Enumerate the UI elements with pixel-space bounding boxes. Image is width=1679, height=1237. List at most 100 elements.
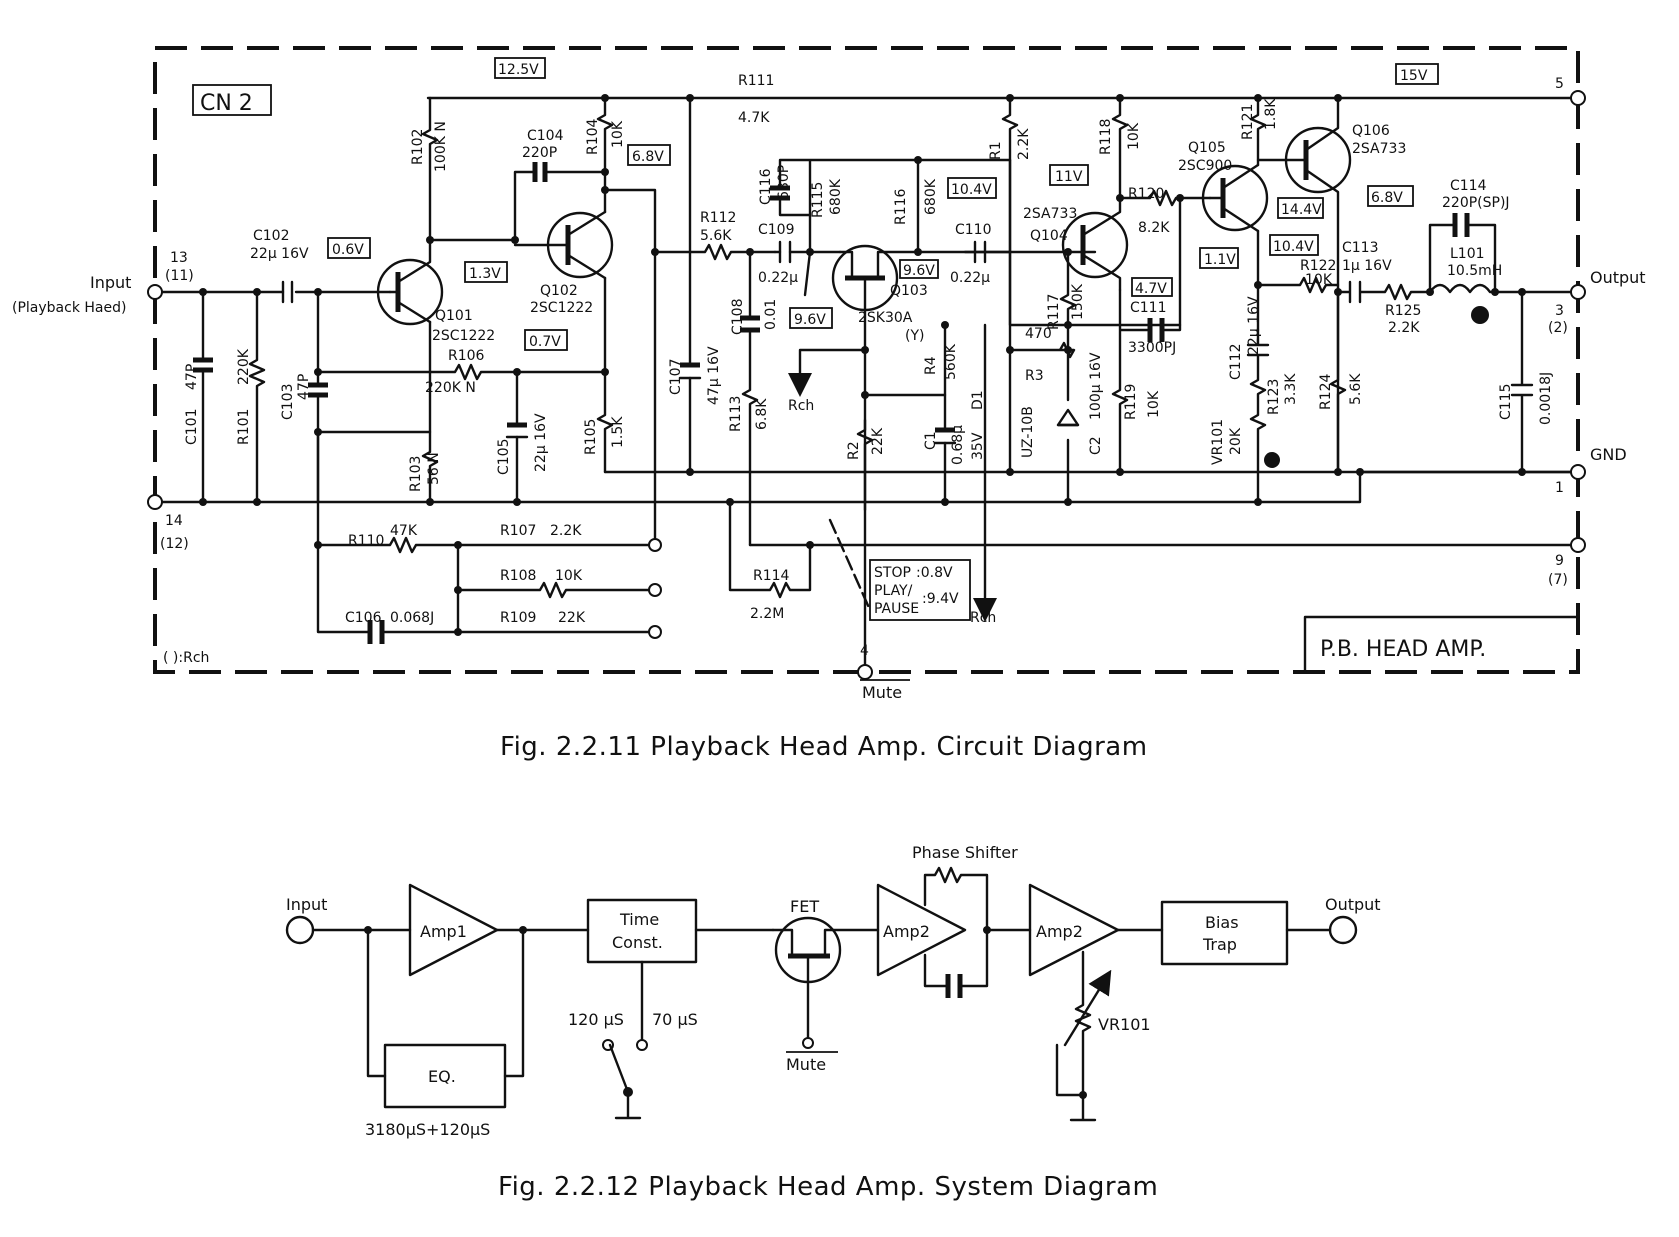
r108-value: 10K bbox=[555, 568, 583, 584]
r115-ref: R115 bbox=[810, 182, 826, 218]
resistor-r118 bbox=[1111, 96, 1129, 200]
eq-feedback-wire bbox=[366, 928, 525, 1078]
r109-ref: R109 bbox=[500, 610, 536, 626]
q105-ref: Q105 bbox=[1188, 140, 1226, 156]
eq-time-constant: 3180μS+120μS bbox=[365, 1120, 490, 1139]
phase-shifter-label: Phase Shifter bbox=[912, 843, 1018, 862]
r122-value: 10K bbox=[1305, 272, 1333, 288]
resistor-r1 bbox=[1001, 96, 1019, 474]
terminal-9 bbox=[1570, 537, 1586, 553]
c112-ref: C112 bbox=[1228, 344, 1244, 381]
amp2b-label: Amp2 bbox=[1036, 922, 1083, 941]
eq-block bbox=[383, 1043, 507, 1109]
mute-note-stop: STOP bbox=[874, 565, 911, 581]
trim-screw-l101 bbox=[1471, 306, 1489, 324]
r113-ref: R113 bbox=[728, 396, 744, 432]
c107-ref: C107 bbox=[668, 359, 684, 396]
mute-terminal bbox=[802, 1037, 814, 1049]
voltage-12-5v: 12.5V bbox=[498, 62, 539, 78]
voltage-annotations: 12.5V 0.6V 1.3V 6.8V 0.7V 9.6V 9.6V 10.4… bbox=[327, 57, 1439, 351]
c115-ref: C115 bbox=[1498, 384, 1514, 421]
eq-label: EQ. bbox=[428, 1067, 456, 1086]
r120-ref: R120 bbox=[1128, 186, 1164, 202]
inductor-l101 bbox=[1428, 283, 1580, 294]
bias-trap-label-2: Trap bbox=[1202, 935, 1237, 954]
mute-leader bbox=[828, 518, 872, 612]
pin5-label: 5 bbox=[1555, 76, 1564, 92]
c111-ref: C111 bbox=[1130, 300, 1167, 316]
time-const-label-1: Time bbox=[619, 910, 659, 929]
c105-ref: C105 bbox=[496, 439, 512, 476]
vr101-symbol bbox=[1055, 950, 1097, 1122]
r114-ref: R114 bbox=[753, 568, 790, 584]
gnd-pin: 1 bbox=[1555, 480, 1564, 496]
system-diagram: Input Amp1 EQ. 3180μS+120μS Time Const. … bbox=[285, 843, 1381, 1202]
rch-arrow-left bbox=[788, 348, 867, 397]
voltage-0-7v: 0.7V bbox=[529, 334, 561, 350]
r118-value: 10K bbox=[1126, 122, 1142, 150]
figure-caption-system: Fig. 2.2.12 Playback Head Amp. System Di… bbox=[498, 1172, 1158, 1202]
bias-trap-label-1: Bias bbox=[1205, 913, 1239, 932]
r105-ref: R105 bbox=[583, 419, 599, 455]
r109-value: 22K bbox=[558, 610, 586, 626]
r115-value: 680K bbox=[828, 178, 844, 215]
r105-value: 1.5K bbox=[610, 416, 626, 448]
r125-value: 2.2K bbox=[1388, 320, 1420, 336]
vertical-component-labels: C101 47P R101 220K C103 47P R102 100K N … bbox=[184, 98, 1554, 492]
r116-ref: R116 bbox=[893, 188, 909, 225]
r108-ref: R108 bbox=[500, 568, 536, 584]
r2-ref: R2 bbox=[846, 441, 862, 460]
junction-dots bbox=[199, 94, 1526, 636]
voltage-9-6v-drain: 9.6V bbox=[903, 263, 935, 279]
transistor-labels: Q101 2SC1222 Q102 2SC1222 Q103 2SK30A (Y… bbox=[432, 123, 1406, 344]
r107-ref: R107 bbox=[500, 523, 536, 539]
c109-ref: C109 bbox=[758, 222, 795, 238]
c112-value: 22μ 16V bbox=[1246, 296, 1262, 355]
transistor-q102 bbox=[513, 210, 614, 280]
r104-value: 10K bbox=[610, 120, 626, 148]
switch-contact-r109 bbox=[648, 625, 662, 639]
amp1-label: Amp1 bbox=[420, 922, 467, 941]
capacitor-c108-r113 bbox=[741, 250, 759, 547]
resistor-r101 bbox=[248, 290, 266, 504]
c106-value: 0.068J bbox=[390, 610, 434, 626]
output-label: Output bbox=[1590, 268, 1646, 287]
resistor-r117 bbox=[1059, 250, 1077, 327]
c2-value: 100μ 16V bbox=[1088, 352, 1104, 420]
input-label: Input bbox=[90, 273, 131, 292]
switch-contact-70us bbox=[636, 1039, 648, 1051]
capacitor-c106-r109 bbox=[316, 430, 657, 634]
voltage-4-7v: 4.7V bbox=[1135, 281, 1167, 297]
c1-value: 0.68μ bbox=[950, 425, 966, 465]
resistor-r112 bbox=[653, 243, 777, 261]
block-title: P.B. HEAD AMP. bbox=[1320, 637, 1486, 662]
c116-value: 680P bbox=[776, 165, 792, 200]
q104-ref: Q104 bbox=[1030, 228, 1068, 244]
pin14-label: 14 bbox=[165, 513, 183, 529]
resistor-r106 bbox=[316, 363, 607, 381]
q105-type: 2SC900 bbox=[1178, 158, 1232, 174]
ground-rail bbox=[153, 470, 1580, 504]
resistor-r114 bbox=[728, 500, 812, 599]
r119-value: 10K bbox=[1146, 390, 1162, 418]
r110-ref: R110 bbox=[348, 533, 384, 549]
q104-type: 2SA733 bbox=[1023, 206, 1077, 222]
capacitor-c116-r115 bbox=[778, 158, 1012, 254]
resistor-r124 bbox=[1329, 290, 1347, 474]
pin9-rch-label: (7) bbox=[1548, 572, 1568, 588]
connector-label: CN 2 bbox=[200, 91, 253, 116]
rch-note: ( ):Rch bbox=[163, 650, 209, 666]
voltage-1-1v: 1.1V bbox=[1204, 252, 1236, 268]
r111-value: 4.7K bbox=[738, 110, 770, 126]
c113-ref: C113 bbox=[1342, 240, 1379, 256]
vg-leader bbox=[803, 250, 812, 297]
time-const-label-2: Const. bbox=[612, 933, 663, 952]
component-labels: C102 22μ 16V C104 220P R111 4.7K R106 22… bbox=[250, 73, 1510, 626]
c114-value: 220P(SP)J bbox=[1442, 195, 1510, 211]
capacitor-c111-r119 bbox=[1111, 196, 1182, 474]
resistor-r2 bbox=[856, 393, 947, 674]
voltage-1-3v: 1.3V bbox=[469, 266, 501, 282]
c110-value: 0.22μ bbox=[950, 270, 990, 286]
system-input-label: Input bbox=[286, 895, 327, 914]
vr101-ref: VR101 bbox=[1210, 419, 1226, 465]
